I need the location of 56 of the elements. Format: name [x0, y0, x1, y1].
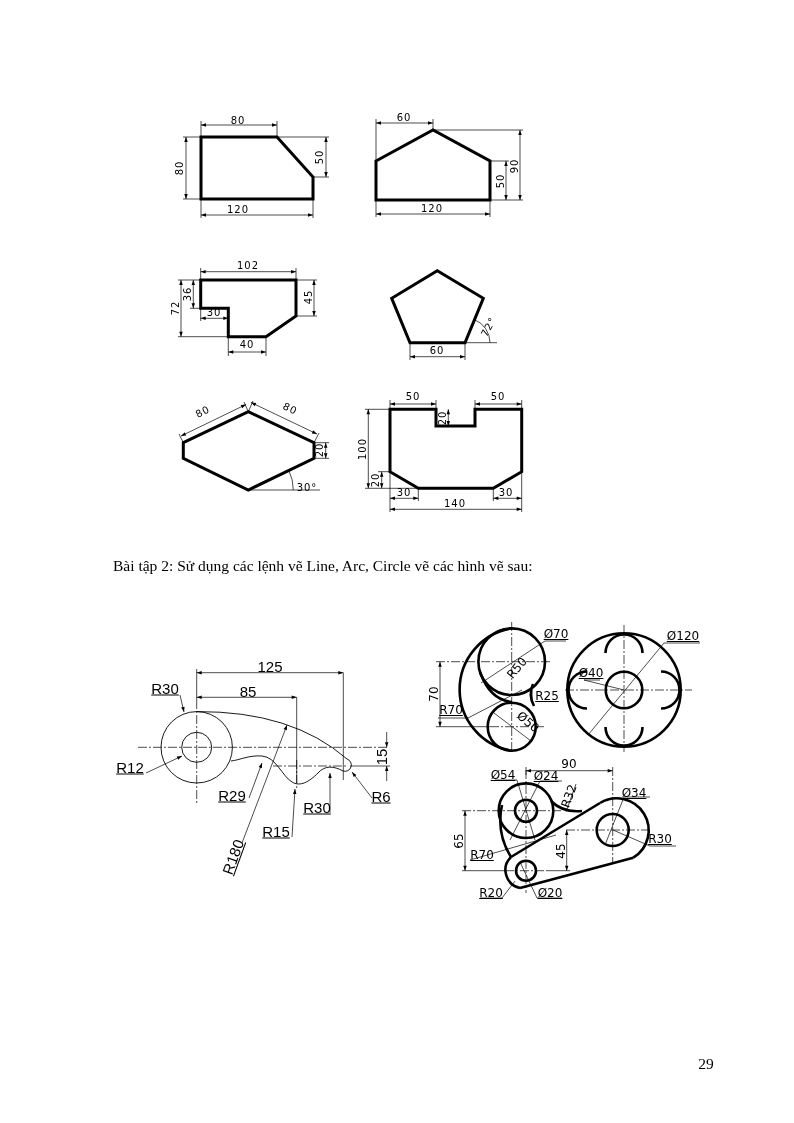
- angle-text: 72°: [479, 315, 499, 339]
- diameter-text: Ø120: [666, 630, 700, 642]
- dimension-text: 50: [405, 392, 421, 402]
- dimension-text: 120: [226, 205, 250, 215]
- diameter-text: Ø70: [543, 628, 569, 640]
- radius-text: R29: [218, 787, 246, 803]
- dimension-text: 30: [498, 488, 514, 498]
- dimension-text: 20: [371, 472, 381, 488]
- angle-text: 30°: [296, 483, 318, 493]
- radius-text: R25: [535, 690, 559, 702]
- dimension-text: 45: [555, 843, 567, 859]
- dimension-text: 90: [561, 758, 577, 770]
- dimension-text: 70: [428, 686, 440, 702]
- dimension-text: 20: [438, 410, 448, 426]
- dimension-text: 50: [315, 149, 325, 165]
- radius-text: R12: [116, 759, 144, 775]
- dimension-text: 50: [490, 392, 506, 402]
- dimension-text: 15: [373, 748, 389, 766]
- diameter-text: Ø54: [490, 769, 516, 781]
- dimension-text: 40: [239, 340, 255, 350]
- dimension-text: 90: [510, 158, 520, 174]
- radius-text: R30: [303, 799, 331, 815]
- radius-text: R70: [439, 704, 463, 716]
- radius-text: R30: [648, 833, 672, 845]
- diameter-text: Ø50: [514, 709, 542, 735]
- dimension-text: 85: [239, 683, 257, 699]
- radius-text: R70: [470, 849, 494, 861]
- dimension-text: 120: [420, 204, 444, 214]
- diameter-text: Ø20: [537, 887, 563, 899]
- dimension-text: 60: [429, 346, 445, 356]
- dimension-text: 50: [496, 173, 506, 189]
- radius-text: R30: [151, 680, 179, 696]
- radius-text: R32: [559, 782, 579, 810]
- dimension-text: 60: [396, 113, 412, 123]
- exercise-heading: Bài tập 2: Sử dụng các lệnh vẽ Line, Arc, Circle vẽ các hình vẽ sau:: [113, 558, 533, 574]
- dimension-text: 125: [257, 658, 283, 674]
- radius-text: R6: [371, 788, 391, 804]
- radius-text: R20: [479, 887, 503, 899]
- dimension-text: 80: [230, 116, 246, 126]
- dimension-text: 80: [194, 404, 212, 420]
- dimension-text: 80: [175, 160, 185, 176]
- dimension-text: 100: [358, 437, 368, 461]
- dimension-text: 140: [443, 499, 467, 509]
- diameter-text: Ø34: [621, 787, 647, 799]
- dimension-text: 30: [396, 488, 412, 498]
- dimension-text: 45: [304, 289, 314, 305]
- dimension-text: 36: [183, 286, 193, 302]
- radius-text: R180: [219, 837, 247, 877]
- dimension-text: 65: [453, 833, 465, 849]
- page-number: 29: [698, 1056, 714, 1072]
- dimension-text: 102: [236, 261, 260, 271]
- radius-text: R15: [262, 823, 290, 839]
- dimension-text: 20: [315, 442, 325, 458]
- diameter-text: Ø24: [533, 770, 559, 782]
- dimension-text: 72: [171, 300, 181, 316]
- dimension-text: 80: [281, 401, 299, 417]
